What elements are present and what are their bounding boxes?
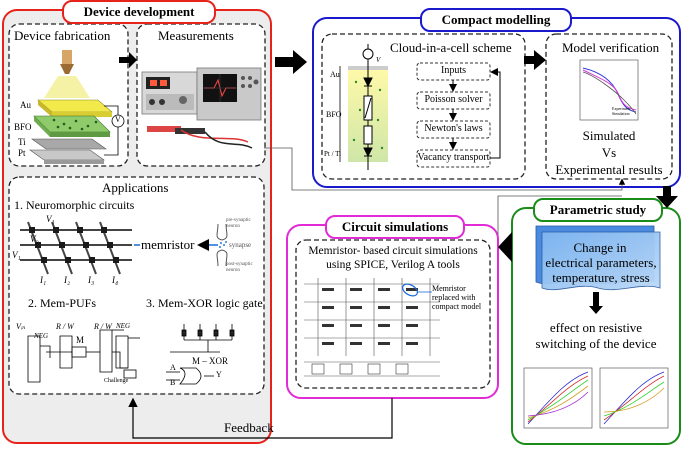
- step-poisson: Poisson solver: [424, 94, 483, 105]
- legend-simulation: Simulation: [612, 111, 630, 116]
- fabrication-title: Device fabrication: [14, 28, 111, 43]
- callout-line-3: compact model: [432, 302, 482, 311]
- model-verification-title: Model verification: [562, 40, 660, 55]
- synapse-label: synapse: [229, 241, 252, 249]
- deposition-nozzle: [44, 50, 90, 98]
- step-inputs: Inputs: [441, 65, 466, 76]
- puf-label-challenge: Challenge: [104, 378, 129, 384]
- effect-line-1: effect on resistive: [549, 320, 643, 335]
- change-line-2: electrical parameters,: [545, 255, 657, 270]
- arrow-parametric-to-circuit: [498, 232, 512, 262]
- crossbar-col-label-1: I₁: [40, 275, 47, 285]
- synapse-illustration: [216, 223, 228, 267]
- mem-pufs-title: 2. Mem-PUFs: [28, 296, 97, 310]
- spice-crossbar: [304, 278, 440, 377]
- arrow-compact-to-parametric: [656, 186, 678, 208]
- xor-input-a: A: [170, 363, 176, 372]
- step-newton: Newton's laws: [424, 123, 483, 134]
- cloud-steps: [416, 62, 491, 168]
- step-vacancy: Vacancy transport: [417, 152, 490, 163]
- spice-memristors: [311, 288, 418, 375]
- crossbar-row-label-2: V₂: [30, 234, 39, 244]
- puf-label-neg-1: NEG: [34, 332, 48, 340]
- cell-layer-bfo: BFO: [326, 110, 342, 119]
- memristor-label: memristor: [141, 237, 195, 252]
- effect-line-2: switching of the device: [535, 336, 657, 351]
- callout-line-1: Memristor: [432, 284, 466, 293]
- verification-caption-2: Vs: [601, 145, 617, 160]
- circuit-simulations-box: [295, 239, 491, 389]
- crossbar-memristors: [29, 227, 119, 263]
- cloud-step-arrows: [449, 68, 501, 159]
- xor-input-b: B: [170, 378, 176, 387]
- change-line-1: Change in: [573, 240, 627, 255]
- mem-xor-label: M – XOR: [192, 356, 229, 366]
- device-layer-stack: [29, 99, 113, 164]
- crossbar-row-label-1: V₁: [46, 214, 55, 224]
- arrow-fabrication-to-measurements: [119, 52, 137, 68]
- bfo-dots: [52, 118, 98, 131]
- circuit-description-1: Memristor- based circuit simulations: [308, 245, 478, 257]
- arrow-cloud-to-verification: [524, 50, 546, 70]
- voltmeter-icon: [111, 114, 125, 128]
- synapse-vesicles: [219, 241, 227, 248]
- mem-xor-title: 3. Mem-XOR logic gate: [146, 296, 263, 310]
- circuit-simulations-title: Circuit simulations: [325, 215, 465, 239]
- device-development-title: Device development: [62, 0, 216, 24]
- fab-circuit: [104, 105, 119, 156]
- arrow-circuit-to-compact: [497, 195, 622, 235]
- post-synaptic-label: post-synaptic neuron: [226, 262, 253, 273]
- layer-label-bfo: BFO: [14, 122, 32, 132]
- instruments-image: [141, 67, 262, 149]
- verification-caption-3: Experimental results: [555, 162, 663, 177]
- cloud-in-cell-title: Cloud-in-a-cell scheme: [390, 40, 512, 55]
- compact-modelling-title: Compact modelling: [420, 8, 572, 32]
- applications-title: Applications: [102, 180, 169, 195]
- change-line-3: temperature, stress: [552, 270, 650, 285]
- puf-label-neg-2: NEG: [116, 322, 130, 330]
- layer-label-ti: Ti: [18, 137, 26, 147]
- parametric-plots: [523, 367, 669, 429]
- feedback-arrow: [128, 397, 393, 439]
- cell-layer-au: Au: [330, 70, 340, 79]
- mem-xor-schematic: [166, 324, 235, 385]
- cell-chain: [362, 44, 374, 170]
- crossbar-col-label-4: I₄: [112, 275, 119, 285]
- puf-label-rw-2: R / W: [94, 322, 112, 331]
- neuromorphic-title: 1. Neuromorphic circuits: [14, 198, 135, 212]
- parametric-study-title: Parametric study: [533, 198, 663, 222]
- cell-layer-pt-ti: Pt / Ti: [324, 150, 342, 158]
- circuit-description-2: using SPICE, Verilog A tools: [326, 259, 460, 271]
- puf-label-vin: Vᵢₙ: [16, 322, 26, 331]
- legend-experiment: Experiment: [612, 106, 631, 111]
- feedback-label: Feedback: [224, 420, 274, 435]
- vdevice-label: V: [376, 56, 381, 64]
- puf-label-rw-1: R / W: [56, 322, 74, 331]
- highlighted-memristor: [402, 283, 418, 297]
- crossbar-row-label-3: V₁: [12, 250, 21, 260]
- callout-line-2: replaced with: [432, 293, 476, 302]
- puf-label-m: M: [76, 335, 85, 345]
- crossbar-col-label-2: I₂: [64, 275, 71, 285]
- verification-caption-1: Simulated: [582, 128, 636, 143]
- arrow-measurements-to-verification: [264, 147, 626, 191]
- layer-label-au: Au: [20, 100, 31, 110]
- arrow-device-to-compact: [275, 50, 307, 74]
- arrow-change-to-effect: [589, 292, 603, 314]
- xor-output-y: Y: [216, 370, 222, 379]
- mem-puf-schematic-2: [59, 335, 129, 369]
- voltmeter-label: V: [115, 115, 121, 124]
- crossbar-col-label-3: I₃: [88, 275, 95, 285]
- change-document-stack: [535, 225, 661, 291]
- verification-plot: [579, 59, 639, 121]
- pre-synaptic-label: pre-synaptic neuron: [226, 218, 251, 229]
- layer-label-pt: Pt: [18, 148, 26, 158]
- measurements-title: Measurements: [158, 28, 234, 43]
